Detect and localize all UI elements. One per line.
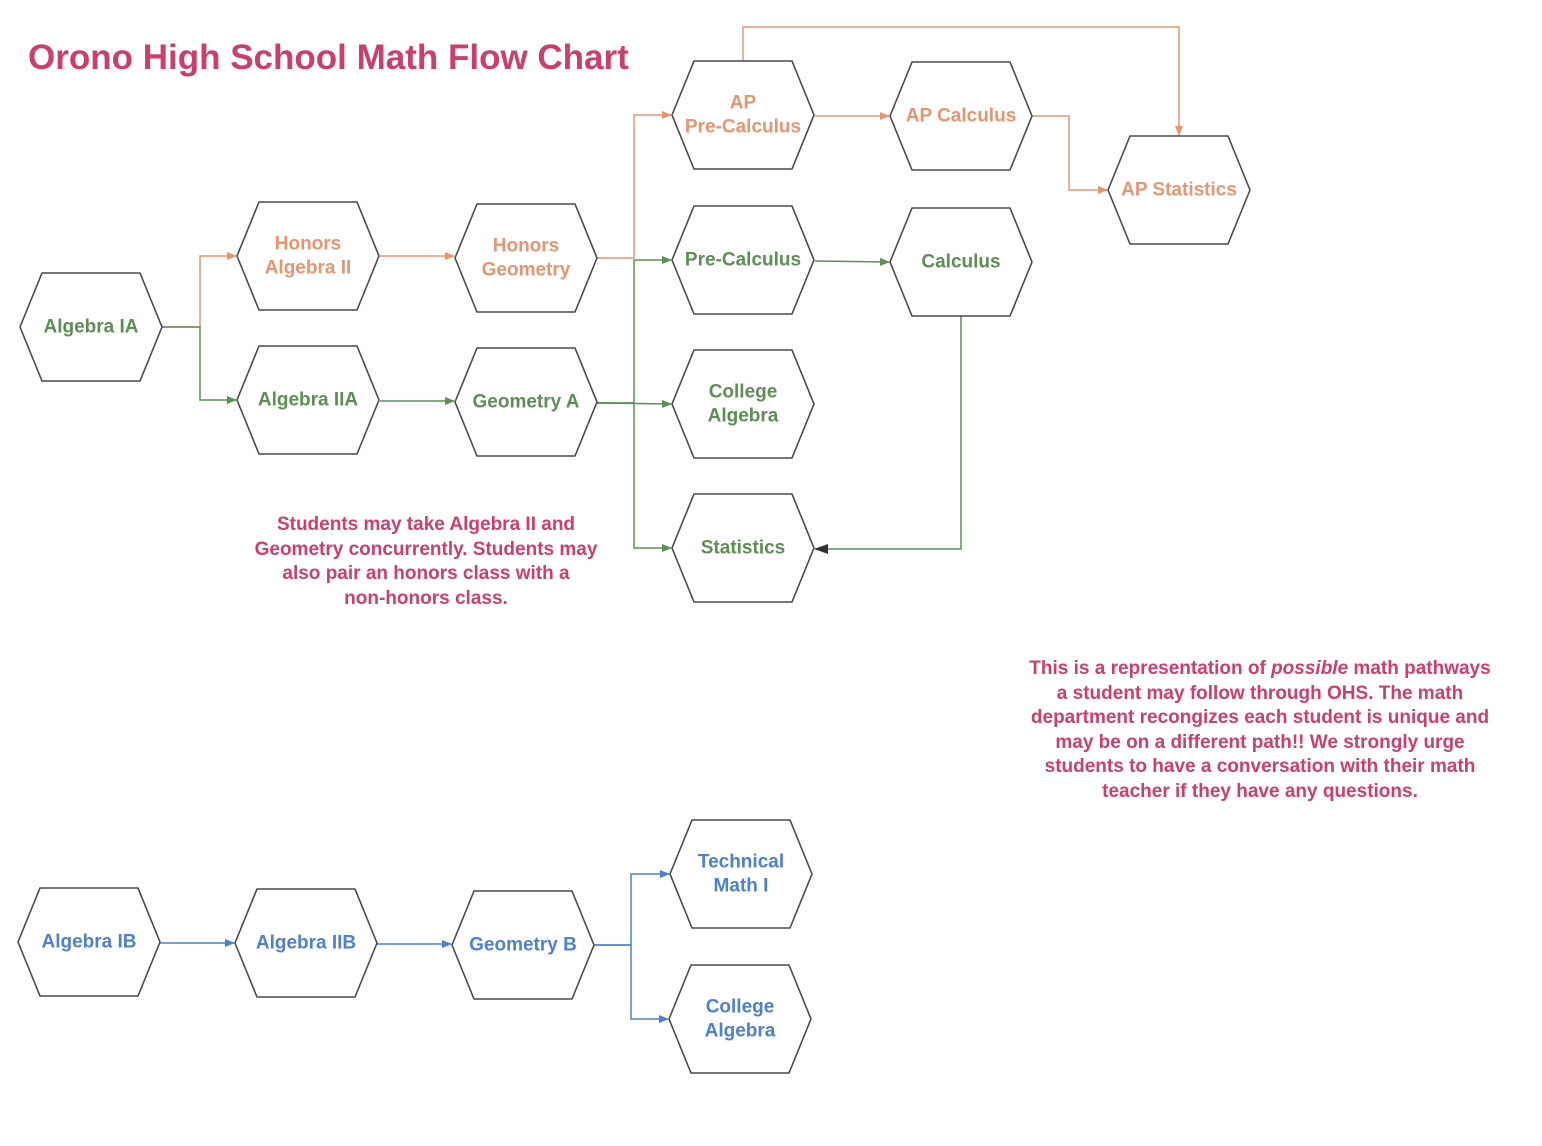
node-label: Algebra IIA — [258, 390, 359, 411]
node-label: Math I — [714, 876, 769, 897]
hexagon-shape — [451, 890, 595, 1000]
node-label: Statistics — [701, 538, 785, 559]
note-line: teacher if they have any questions. — [1102, 780, 1418, 802]
hexagon-shape — [454, 347, 598, 457]
hexagon-shape — [889, 207, 1033, 317]
node-label: Honors — [275, 234, 342, 255]
node-ap-precalculus: AP Pre-Calculus — [671, 60, 815, 170]
pathways-note: This is a representation of possible mat… — [1000, 657, 1520, 804]
node-algebra-ib: Algebra IB — [17, 887, 161, 997]
node-algebra-ia: Algebra IA — [19, 272, 163, 382]
hexagon-shape — [671, 205, 815, 315]
node-label: AP Statistics — [1121, 180, 1237, 201]
hexagon-shape — [17, 887, 161, 997]
connector-layer — [160, 26, 1183, 1023]
node-label: Algebra IIB — [256, 933, 356, 954]
node-label: Algebra — [708, 406, 779, 427]
hexagon-shape — [236, 201, 380, 311]
hexagon-shape — [669, 819, 813, 929]
node-label: Calculus — [921, 252, 1000, 273]
hexagon-shape — [19, 272, 163, 382]
hexagon-shape — [454, 203, 598, 313]
note-text: math pathways — [1348, 658, 1491, 679]
node-statistics: Statistics — [671, 493, 815, 603]
node-label: Geometry A — [473, 392, 580, 413]
note-line: Geometry concurrently. Students may — [254, 538, 598, 560]
hexagon-shape — [671, 60, 815, 170]
node-geometry-a: Geometry A — [454, 347, 598, 457]
node-ap-calculus: AP Calculus — [889, 61, 1033, 171]
connector-algebra-ia-to-honors-algebra-ii — [162, 252, 237, 328]
note-line: a student may follow through OHS. The ma… — [1056, 682, 1464, 704]
hexagon-shape — [671, 349, 815, 459]
node-label: AP Calculus — [906, 106, 1017, 127]
node-geometry-b: Geometry B — [451, 890, 595, 1000]
node-label: Geometry B — [469, 935, 577, 956]
connector-calculus-to-statistics — [814, 316, 962, 554]
connector-geometry-b-to-technical-math-i — [594, 870, 670, 946]
note-line: may be on a different path!! We strongly… — [1055, 731, 1465, 753]
connector-geometry-a-to-precalculus — [597, 256, 672, 404]
node-label: Technical — [698, 852, 784, 873]
node-label: Algebra IA — [43, 317, 138, 338]
note-line: also pair an honors class with a — [282, 563, 570, 584]
note-line: Students may take Algebra II and — [276, 514, 576, 535]
node-calculus: Calculus — [889, 207, 1033, 317]
node-precalculus: Pre-Calculus — [671, 205, 815, 315]
node-label: College — [706, 997, 775, 1018]
hexagon-shape — [889, 61, 1033, 171]
hexagon-shape — [236, 345, 380, 455]
concurrent-enrollment-note: Students may take Algebra II and Geometr… — [228, 513, 624, 611]
hexagon-shape — [234, 888, 378, 998]
node-label: AP — [730, 93, 757, 114]
node-algebra-iib: Algebra IIB — [234, 888, 378, 998]
node-label: Geometry — [482, 260, 571, 281]
note-line: non-honors class. — [344, 587, 508, 609]
connector-geometry-a-to-statistics — [597, 402, 672, 552]
connector-precalculus-to-calculus — [814, 257, 890, 266]
connector-ap-calculus-to-ap-statistics — [1032, 115, 1108, 194]
node-label: Algebra — [705, 1021, 776, 1042]
page-title: Orono High School Math Flow Chart — [28, 38, 629, 77]
hexagon-shape — [668, 964, 812, 1074]
node-label: College — [709, 382, 778, 403]
connector-ap-precalculus-to-ap-statistics — [742, 26, 1183, 136]
note-text: This is a representation of — [1029, 658, 1272, 679]
connector-geometry-b-to-college-algebra-b — [594, 944, 669, 1023]
note-line: This is a representation of possible mat… — [1000, 657, 1520, 682]
connector-honors-geometry-to-ap-precalculus — [597, 111, 672, 259]
node-label: Algebra IB — [41, 932, 136, 953]
node-label: Honors — [493, 236, 560, 257]
note-emphasis: possible — [1271, 658, 1349, 679]
node-label: Algebra II — [265, 258, 352, 279]
hexagon-shape — [671, 493, 815, 603]
node-ap-statistics: AP Statistics — [1107, 135, 1251, 245]
hexagon-shape — [1107, 135, 1251, 245]
node-label: Pre-Calculus — [685, 117, 801, 138]
node-label: Pre-Calculus — [685, 250, 801, 271]
note-line: department recongizes each student is un… — [1030, 707, 1490, 728]
connector-algebra-ia-to-algebra-iia — [162, 326, 237, 404]
node-algebra-iia: Algebra IIA — [236, 345, 380, 455]
note-line: students to have a conversation with the… — [1044, 756, 1476, 777]
